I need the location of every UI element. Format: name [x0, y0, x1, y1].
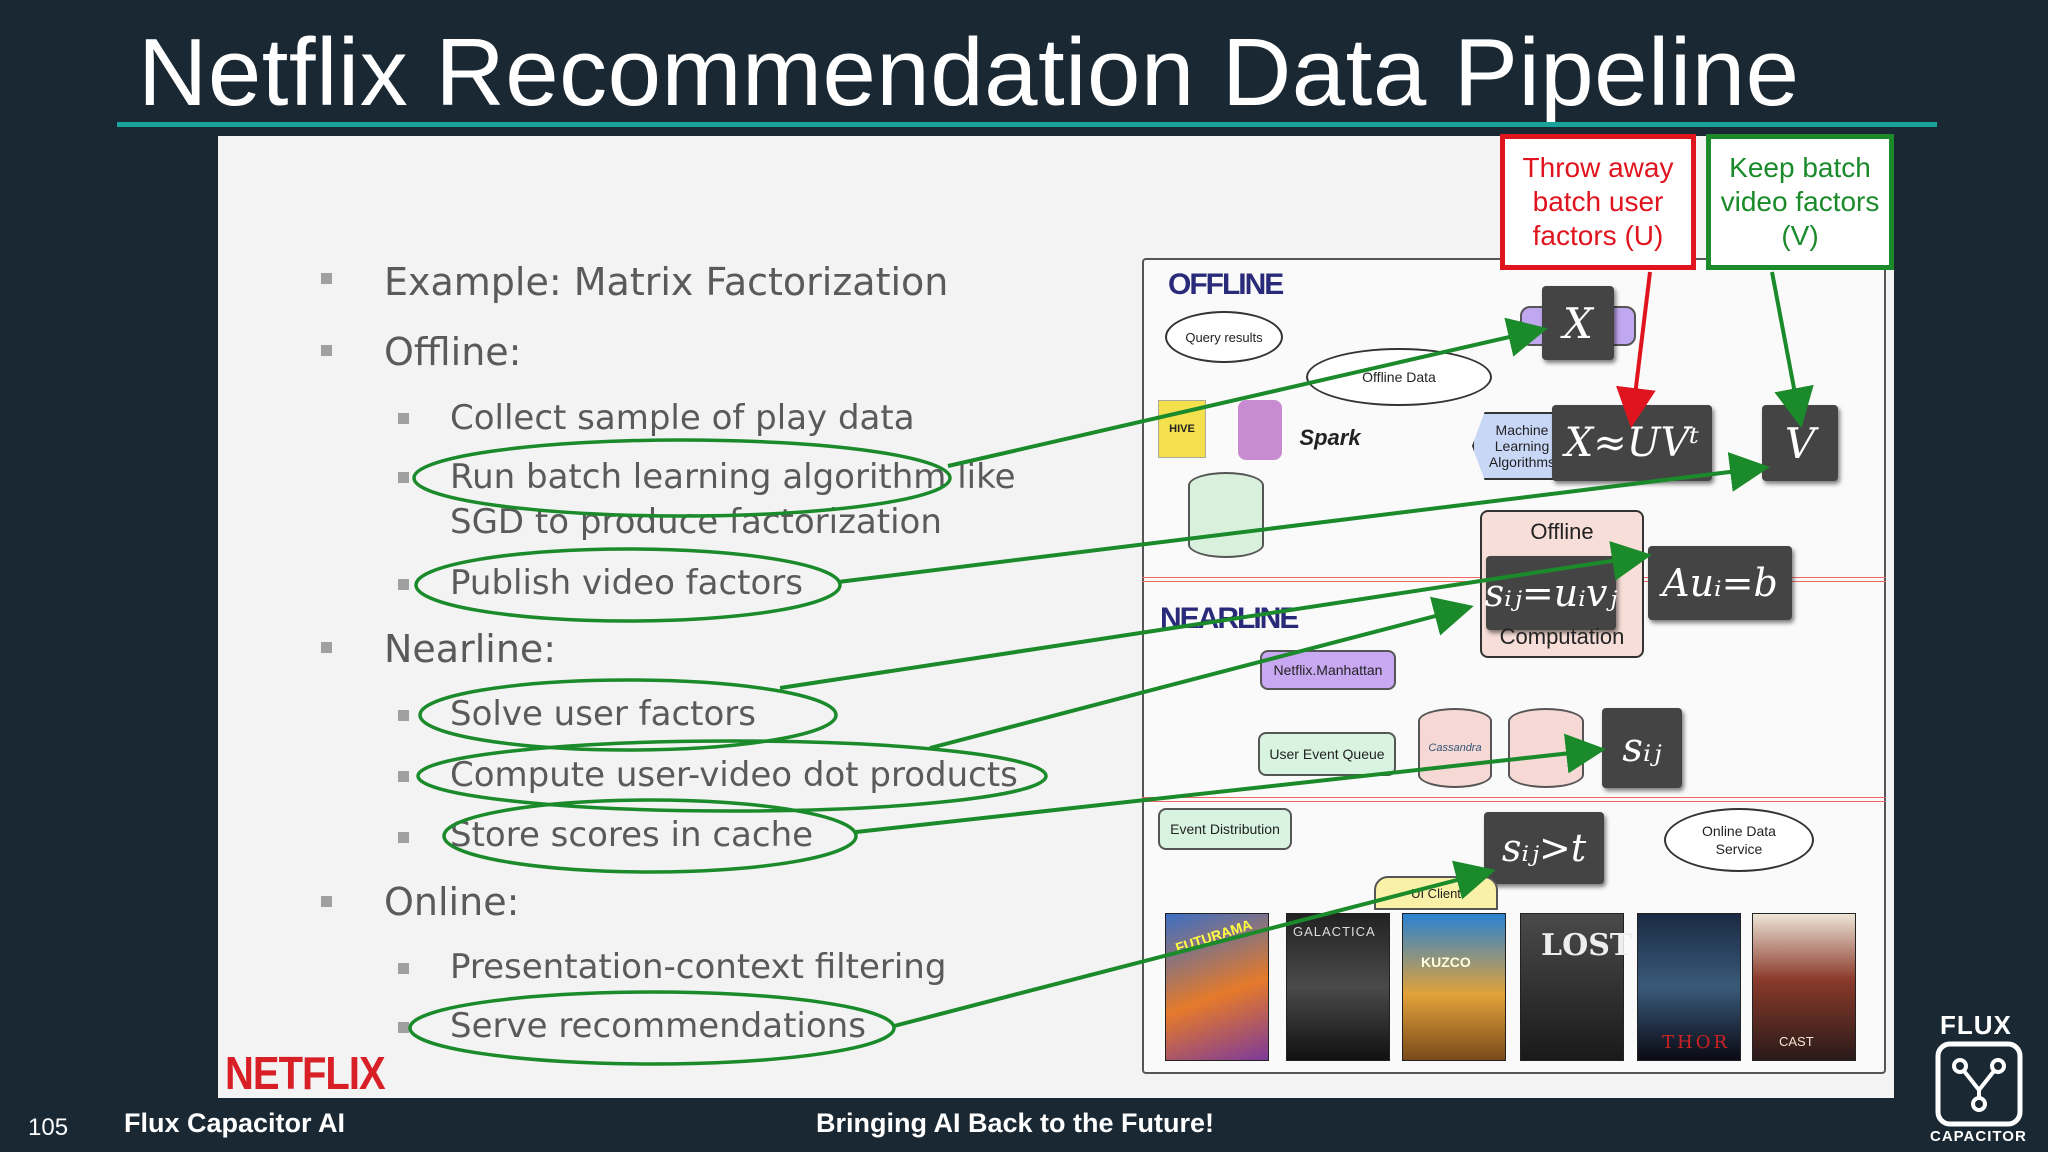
- sub-bullet-marker: [398, 710, 409, 721]
- sub-bullet-marker: [398, 472, 409, 483]
- netflix-manhattan-node: Netflix.Manhattan: [1260, 650, 1396, 690]
- arrow-compute-to-sij: [929, 596, 1474, 750]
- keep-callout: Keep batch video factors (V): [1706, 134, 1894, 270]
- offline-zone-label: OFFLINE: [1168, 268, 1284, 301]
- throw-away-callout: Throw away batch user factors (U): [1500, 134, 1696, 270]
- bullet-marker: [321, 345, 332, 356]
- brand-bottom-text: CAPACITOR: [1930, 1128, 2027, 1145]
- sub-bullet-marker: [398, 579, 409, 590]
- sij-threshold-node: sᵢⱼ>t: [1484, 812, 1604, 884]
- bullet-compute: Compute user-video dot products: [450, 755, 1018, 795]
- hive-logo-text: HIVE: [1169, 423, 1195, 435]
- poster-cast-label: CAST: [1779, 1034, 1814, 1049]
- sub-bullet-marker: [398, 832, 409, 843]
- poster-lost: LOST: [1520, 913, 1632, 1061]
- query-results-node: Query results: [1165, 311, 1283, 363]
- offline-box-label: Offline: [1530, 519, 1594, 544]
- event-distribution-node: Event Distribution: [1158, 808, 1292, 850]
- user-event-queue-node: User Event Queue: [1258, 732, 1396, 776]
- computation-label: Computation: [1499, 624, 1625, 649]
- cassandra-label: Cassandra: [1428, 742, 1482, 754]
- bullet-marker: [321, 642, 332, 653]
- pig-logo: [1238, 400, 1282, 460]
- arrow-serve-to-client: [893, 860, 1496, 1028]
- poster-cast: CAST: [1752, 913, 1856, 1061]
- sub-bullet-marker: [398, 771, 409, 782]
- bullet-example: Example: Matrix Factorization: [384, 260, 949, 304]
- highlight-solve: [418, 678, 838, 752]
- footer-tagline: Bringing AI Back to the Future!: [816, 1108, 1214, 1138]
- x-matrix-node: X: [1542, 286, 1614, 360]
- arrow-throw-away-to-uv: [1616, 271, 1656, 428]
- database-cylinder: [1188, 472, 1264, 558]
- highlight-serve: [408, 990, 896, 1066]
- poster-galactica-label: GALACTICA: [1293, 924, 1376, 939]
- bullet-store: Store scores in cache: [450, 815, 814, 855]
- bullet-solve: Solve user factors: [450, 694, 756, 734]
- highlight-run-batch: [412, 438, 952, 518]
- poster-galactica: GALACTICA: [1286, 913, 1390, 1061]
- flux-capacitor-logo: FLUX CAPACITOR: [1928, 1010, 2038, 1145]
- slide-title: Netflix Recommendation Data Pipeline: [138, 19, 1800, 126]
- footer-company: Flux Capacitor AI: [124, 1108, 346, 1138]
- highlight-publish: [414, 547, 842, 623]
- offline-data-node: Offline Data: [1306, 348, 1492, 406]
- page-number: 105: [28, 1114, 69, 1141]
- ml-algorithms-node: Machine Learning Algorithms: [1472, 412, 1562, 480]
- poster-thor-label: THOR: [1662, 1032, 1731, 1053]
- flux-capacitor-icon: [1935, 1041, 2023, 1127]
- arrow-keep-to-v: [1770, 271, 1814, 428]
- brand-top-text: FLUX: [1940, 1010, 2012, 1040]
- bullet-marker: [321, 273, 332, 284]
- online-data-service-node: Online Data Service: [1664, 808, 1814, 872]
- highlight-compute: [416, 739, 1048, 813]
- arrow-run-batch-to-x: [947, 317, 1548, 468]
- spark-logo: Spark: [1299, 425, 1361, 450]
- sij-cache-node: sᵢⱼ: [1602, 708, 1682, 788]
- bullet-online: Online:: [384, 880, 520, 924]
- cassandra-cylinder: Cassandra: [1418, 708, 1492, 788]
- poster-kuzco-label: KUZCO: [1421, 954, 1471, 970]
- bullet-run-batch-1: Run batch learning algorithm like: [450, 457, 1016, 497]
- bullet-nearline: Nearline:: [384, 627, 557, 671]
- title-underline: [117, 122, 1937, 127]
- poster-futurama: FUTURAMA: [1165, 913, 1269, 1061]
- nearline-online-divider: [1142, 797, 1886, 802]
- bullet-offline: Offline:: [384, 330, 522, 374]
- arrow-publish-to-v: [837, 452, 1770, 584]
- bullet-presentation: Presentation-context filtering: [450, 947, 947, 987]
- highlight-store: [442, 798, 858, 874]
- sub-bullet-marker: [398, 413, 409, 424]
- sub-bullet-marker: [398, 1022, 409, 1033]
- netflix-logo: NETFLIX: [225, 1048, 386, 1100]
- bullet-serve: Serve recommendations: [450, 1006, 866, 1046]
- bullet-marker: [321, 896, 332, 907]
- poster-lost-label: LOST: [1541, 928, 1633, 963]
- poster-thor: THOR: [1637, 913, 1741, 1061]
- arrow-solve-to-aui: [779, 541, 1652, 690]
- sub-bullet-marker: [398, 963, 409, 974]
- aui-equals-b-node: Auᵢ=b: [1648, 546, 1792, 620]
- arrow-store-to-cache: [855, 733, 1606, 834]
- poster-kuzco: KUZCO: [1402, 913, 1506, 1061]
- bullet-publish: Publish video factors: [450, 563, 803, 603]
- bullet-collect: Collect sample of play data: [450, 398, 915, 438]
